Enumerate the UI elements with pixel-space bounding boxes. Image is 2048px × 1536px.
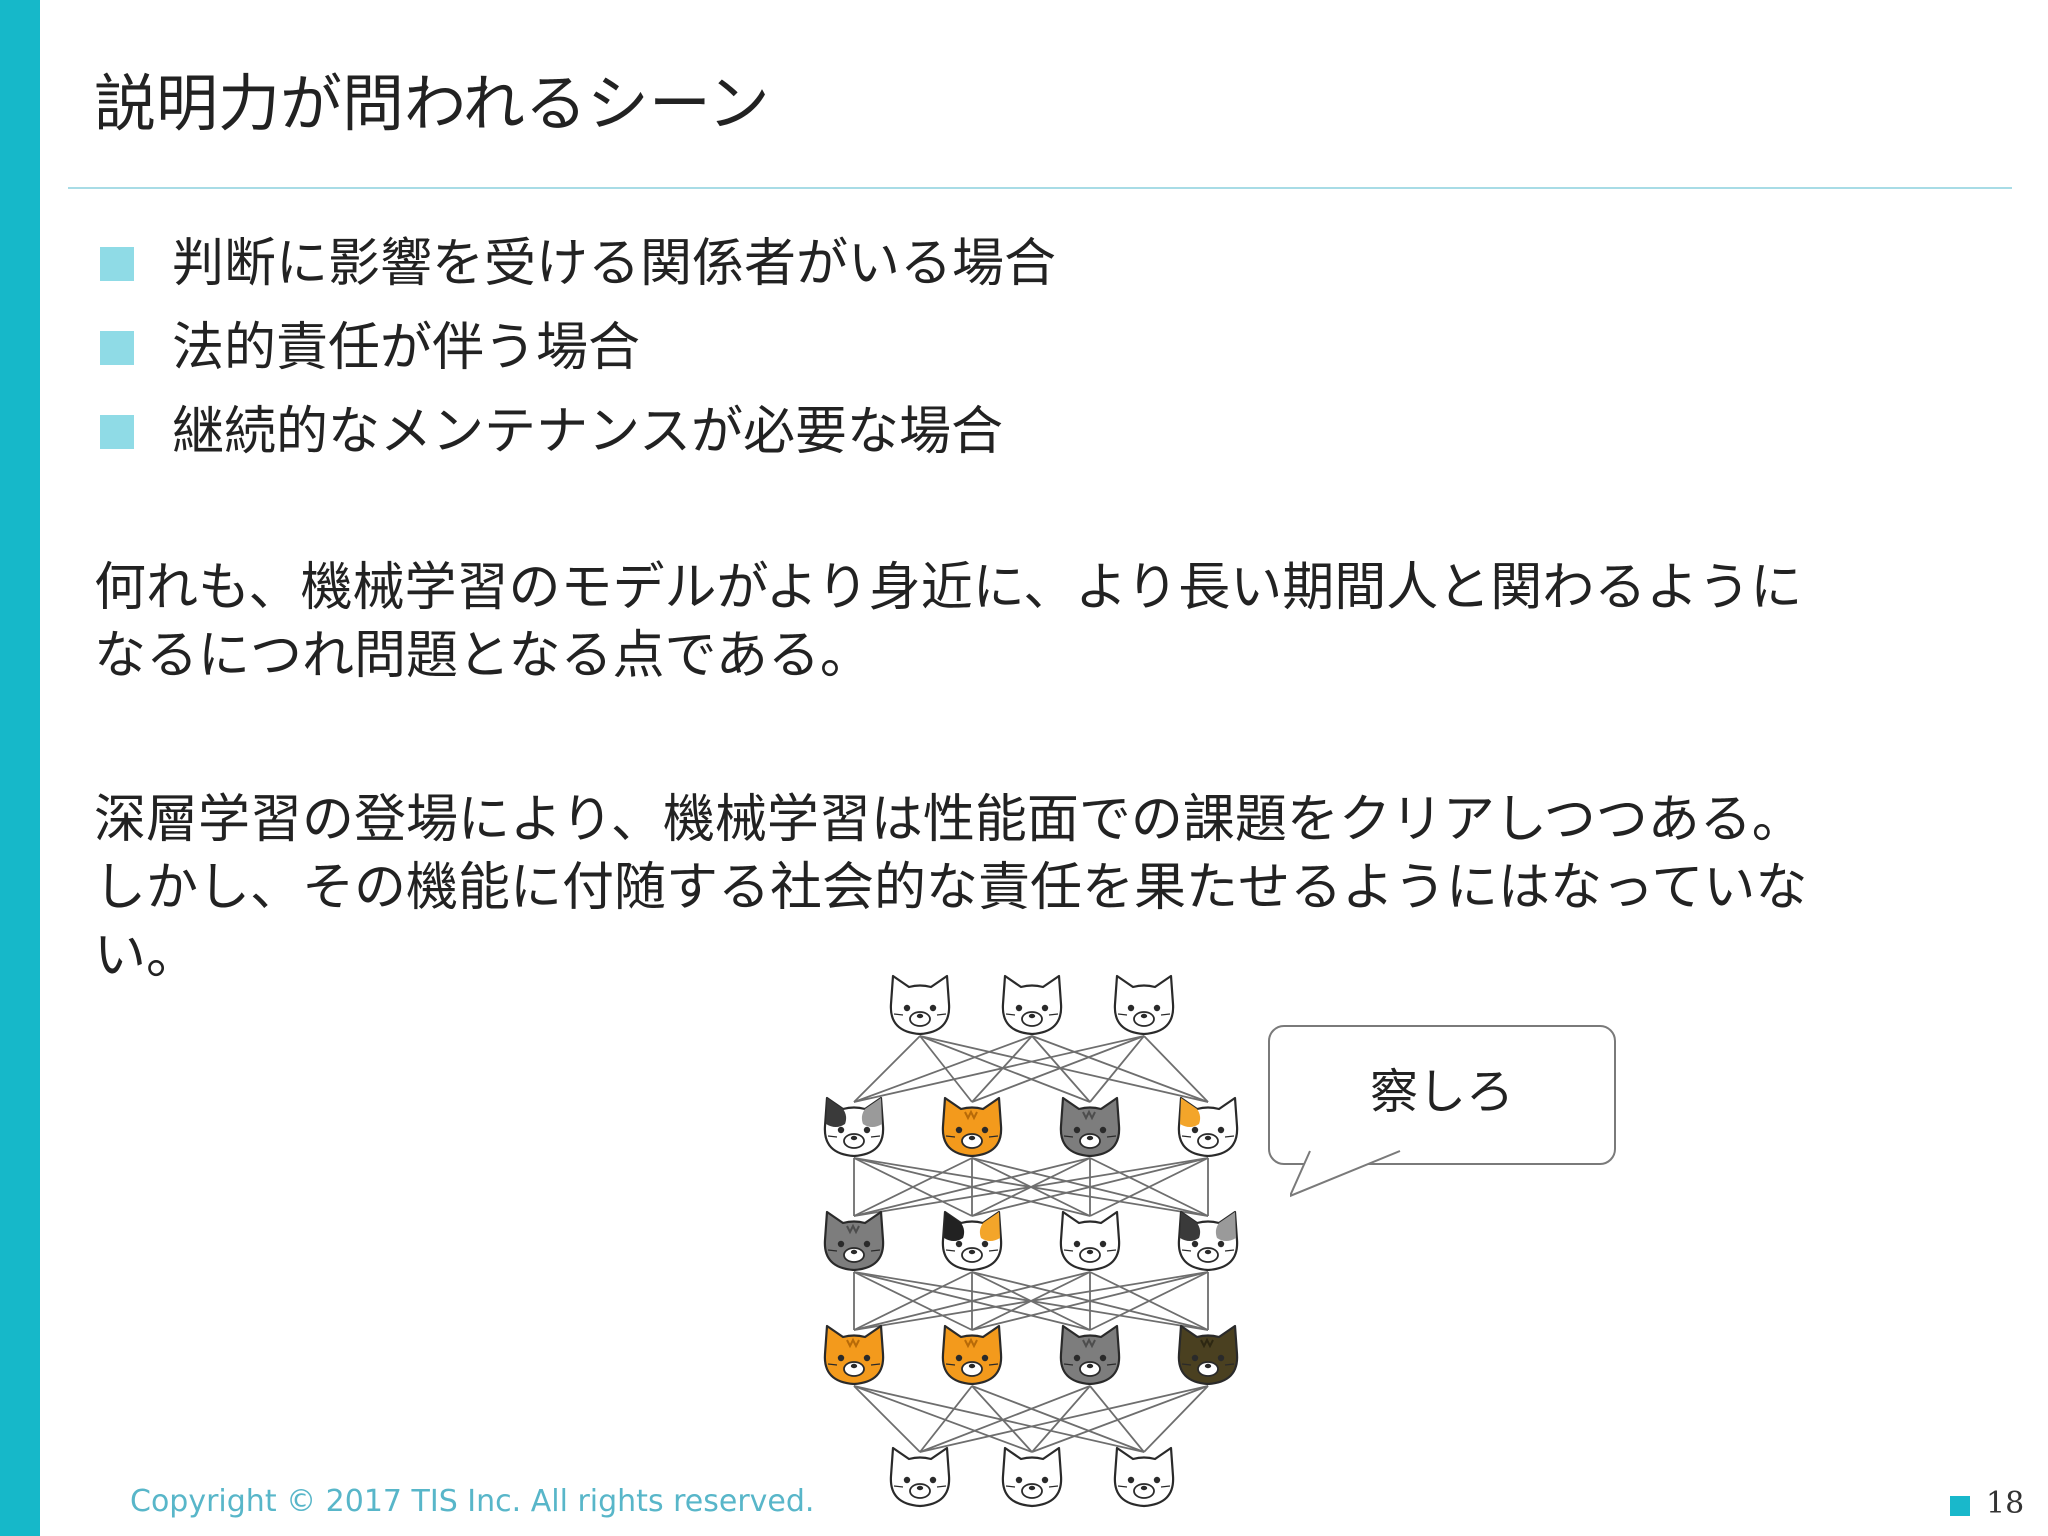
network-connection [1031,1385,1209,1453]
network-connection [1031,1035,1091,1103]
network-connection [1089,1271,1209,1331]
bullet-square-icon [100,415,134,449]
network-connection [971,1271,1209,1331]
cat-face-icon [941,1096,1003,1158]
network-connection [853,1385,1145,1453]
speech-bubble-text: 察しろ [1369,1064,1514,1120]
cat-face-icon [1059,1324,1121,1386]
bullet-list: 判断に影響を受ける関係者がいる場合 法的責任が伴う場合 継続的なメンテナンスが必… [100,222,1056,474]
network-connection [919,1385,1091,1453]
network-connection [853,1157,973,1217]
network-connection [853,1035,1145,1103]
bullet-square-icon [100,331,134,365]
network-connection [853,1157,1091,1217]
cat-face-icon [941,1324,1003,1386]
accent-side-bar [0,0,40,1536]
cat-face-icon [823,1324,885,1386]
slide-title: 説明力が問われるシーン [94,67,770,140]
paragraph-line: 深層学習の登場により、機械学習は性能面での課題をクリアしつつある。 [94,790,1804,850]
cat-face-icon [889,1446,951,1508]
cat-face-icon [1177,1096,1239,1158]
cat-face-icon [1001,974,1063,1036]
network-connection [1089,1385,1145,1453]
network-connection [853,1385,921,1453]
network-connection [971,1385,1033,1453]
neural-network-cat-illustration [823,974,1239,1508]
paragraph-line: い。 [94,926,199,986]
network-connections [853,1035,1209,1453]
paragraph-1: 何れも、機械学習のモデルがより身近に、より長い期間人と関わるように なるにつれ問… [94,554,1802,690]
bullet-text: 法的責任が伴う場合 [172,318,641,378]
bullet-square-icon [100,247,134,281]
network-connection [1143,1035,1209,1103]
page-marker-square [1950,1496,1970,1516]
speech-bubble: 察しろ [1268,1025,1616,1165]
cat-face-icon [1059,1210,1121,1272]
bullet-item: 判断に影響を受ける関係者がいる場合 [100,222,1056,306]
cat-face-icon [1177,1324,1239,1386]
copyright-footer: Copyright © 2017 TIS Inc. All rights res… [130,1484,815,1519]
cat-face-icon [889,974,951,1036]
network-connection [1143,1385,1209,1453]
bullet-item: 法的責任が伴う場合 [100,306,1056,390]
network-connection [853,1271,973,1331]
paragraph-line: 何れも、機械学習のモデルがより身近に、より長い期間人と関わるように [94,558,1803,618]
network-connection [853,1385,1033,1453]
cat-face-icon [1177,1210,1239,1272]
cat-face-icon [941,1210,1003,1272]
network-connection [971,1385,1145,1453]
network-connection [1089,1035,1145,1103]
network-connection [919,1035,1091,1103]
network-connection [919,1035,1209,1103]
cat-face-icon [1113,1446,1175,1508]
bullet-text: 継続的なメンテナンスが必要な場合 [172,402,1003,462]
page-number: 18 [1986,1486,2025,1521]
paragraph-line: なるにつれ問題となる点である。 [94,626,872,686]
cat-face-icon [823,1210,885,1272]
cat-face-icon [1059,1096,1121,1158]
speech-bubble-tail [1290,1150,1401,1198]
bullet-text: 判断に影響を受ける関係者がいる場合 [172,234,1057,294]
network-connection [971,1157,1209,1217]
network-connection [853,1035,1033,1103]
network-connection [1031,1035,1209,1103]
paragraph-line: しかし、その機能に付随する社会的な責任を果たせるようにはなっていな [94,858,1808,918]
cat-face-icon [1001,1446,1063,1508]
network-connection [919,1035,973,1103]
bullet-item: 継続的なメンテナンスが必要な場合 [100,390,1056,474]
network-connection [919,1385,1209,1453]
cat-face-icon [823,1096,885,1158]
paragraph-2: 深層学習の登場により、機械学習は性能面での課題をクリアしつつある。 しかし、その… [94,786,1807,990]
network-connection [1089,1157,1209,1217]
network-connection [971,1035,1145,1103]
network-connection [853,1035,921,1103]
network-connection [853,1157,1209,1217]
network-connection [853,1271,1209,1331]
network-connection [853,1271,1091,1331]
title-divider [68,187,2012,189]
network-connection [919,1385,973,1453]
cat-face-icon [1113,974,1175,1036]
